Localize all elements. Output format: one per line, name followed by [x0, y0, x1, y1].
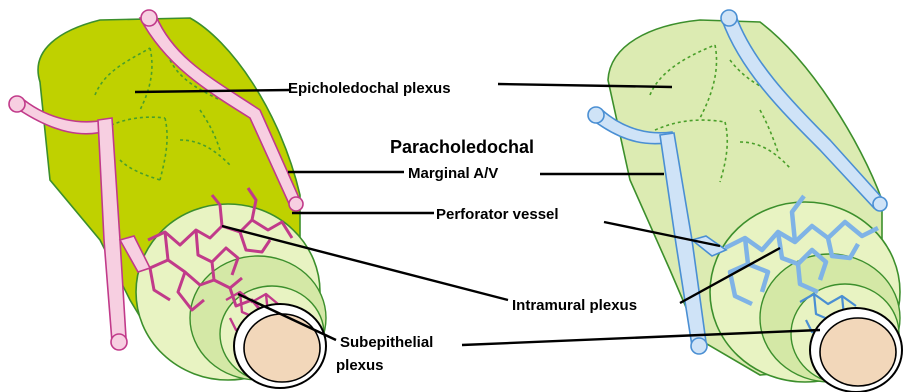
label-subepithelial-line1: Subepithelial [340, 334, 433, 351]
label-intramural-plexus: Intramural plexus [512, 297, 637, 314]
left-bile-duct [9, 10, 326, 388]
left-vessel-end-left [9, 96, 25, 112]
label-perforator-vessel: Perforator vessel [436, 206, 559, 223]
right-bile-duct [588, 10, 902, 392]
label-marginal-av: Marginal A/V [408, 165, 498, 182]
right-duct-lumen [820, 318, 896, 386]
left-vessel-end-right [289, 197, 303, 211]
label-paracholedochal: Paracholedochal [390, 137, 534, 157]
labels: Epicholedochal plexus Paracholedochal Ma… [288, 80, 637, 374]
label-epicholedochal-plexus: Epicholedochal plexus [288, 80, 451, 97]
left-vessel-end-bottom [111, 334, 127, 350]
right-vessel-end-right [873, 197, 887, 211]
label-subepithelial-line2: plexus [336, 357, 384, 374]
right-vessel-end-bottom [691, 338, 707, 354]
left-vessel-end-top [141, 10, 157, 26]
left-duct-lumen [244, 314, 320, 382]
right-vessel-end-top [721, 10, 737, 26]
right-vessel-end-left [588, 107, 604, 123]
